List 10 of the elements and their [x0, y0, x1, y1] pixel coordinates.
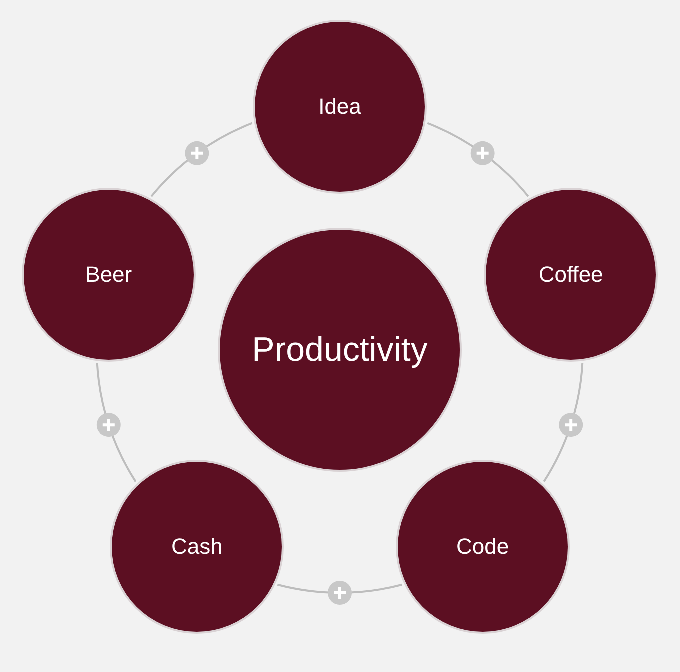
- node-label: Beer: [86, 262, 132, 288]
- node-label: Idea: [318, 94, 362, 120]
- connector-arc: [96, 363, 137, 482]
- node-label: Code: [456, 534, 510, 560]
- node-label: Cash: [171, 534, 223, 560]
- connector-arc: [150, 122, 253, 198]
- connector-arc: [427, 122, 530, 198]
- node-label: Productivity: [252, 330, 428, 370]
- node-label: Coffee: [538, 262, 604, 288]
- connector-arc: [543, 363, 584, 482]
